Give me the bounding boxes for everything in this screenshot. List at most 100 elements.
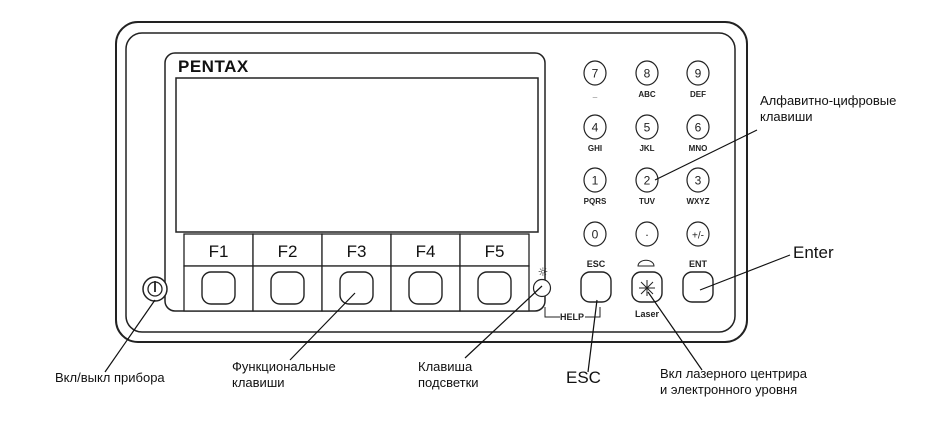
- keypad-key[interactable]: 0: [583, 221, 607, 247]
- leader-backlight: [464, 285, 543, 359]
- keypad-key-letters: MNO: [689, 144, 708, 153]
- function-key-label: F5: [485, 242, 505, 261]
- keypad-key-digit: +/-: [692, 231, 704, 242]
- function-key-label-cell: [183, 233, 254, 267]
- function-keys-row: F1 F2 F3 F4 F5: [183, 233, 530, 312]
- backlight-key[interactable]: [532, 278, 552, 298]
- annotation-alphanumeric: Алфавитно-цифровые клавиши: [760, 93, 896, 125]
- lcd-screen: [175, 77, 539, 233]
- function-key-label: F1: [209, 242, 229, 261]
- esc-key-label: ESC: [587, 259, 606, 269]
- ent-key[interactable]: [682, 271, 714, 303]
- keypad-key-digit: 8: [644, 67, 651, 81]
- keypad-key-circle[interactable]: [686, 167, 710, 193]
- keypad-key-circle[interactable]: [686, 60, 710, 86]
- esc-key[interactable]: [580, 271, 612, 303]
- brand-logo: PENTAX: [178, 57, 249, 76]
- keypad-key-circle[interactable]: [635, 114, 659, 140]
- keypad-key-letters: DEF: [690, 90, 706, 99]
- function-key-label: F3: [347, 242, 367, 261]
- ent-key-label: ENT: [689, 259, 708, 269]
- keypad-key-letters: TUV: [639, 197, 656, 206]
- keypad-key-letters: JKL: [639, 144, 654, 153]
- keypad-key-circle[interactable]: [686, 221, 710, 247]
- function-key-1[interactable]: F1: [183, 233, 254, 312]
- annotation-alphanumeric-line1: Алфавитно-цифровые: [760, 93, 897, 108]
- leader-lines: [104, 129, 791, 373]
- power-key[interactable]: [142, 276, 168, 302]
- keypad-key-circle[interactable]: [583, 167, 607, 193]
- function-key-button[interactable]: [201, 271, 236, 305]
- keypad-key-letters: GHI: [588, 144, 602, 153]
- action-keys: ESC Laser ENT HELP ☼: [142, 259, 714, 322]
- keypad-key-circle[interactable]: [635, 221, 659, 247]
- function-key-button[interactable]: [270, 271, 305, 305]
- leader-function: [289, 292, 356, 361]
- leader-esc: [587, 299, 598, 373]
- annotation-power: Вкл/выкл прибора: [55, 370, 165, 385]
- keypad-key[interactable]: 7_: [583, 60, 607, 99]
- leader-laser: [647, 291, 703, 371]
- keypad-key-digit: 9: [695, 67, 702, 81]
- annotation-function: Функциональные клавиши: [232, 359, 336, 391]
- keypad-key-circle[interactable]: [635, 60, 659, 86]
- function-key-button[interactable]: [339, 271, 374, 305]
- keypad-key-digit: 6: [695, 121, 702, 135]
- keypad-key-letters: PQRS: [584, 197, 607, 206]
- leader-alphanumeric: [654, 129, 758, 181]
- keypad-key-circle[interactable]: [635, 167, 659, 193]
- annotation-function-line1: Функциональные: [232, 359, 336, 374]
- function-key-button[interactable]: [477, 271, 512, 305]
- keypad-key-digit: 5: [644, 121, 651, 135]
- keypad-key-digit: 0: [592, 228, 599, 242]
- help-bracket: [544, 307, 601, 318]
- level-icon: [637, 259, 655, 267]
- laser-icon: [639, 280, 655, 296]
- function-key-2[interactable]: F2: [252, 233, 323, 312]
- keypad-key-circle[interactable]: [583, 114, 607, 140]
- keypad-key-letters: WXYZ: [686, 197, 709, 206]
- leader-power: [104, 299, 156, 373]
- annotation-backlight: Клавиша подсветки: [418, 359, 479, 391]
- keypad-key-digit: 2: [644, 174, 651, 188]
- keypad-key-digit: 7: [592, 67, 599, 81]
- annotation-laser-line2: и электронного уровня: [660, 382, 798, 397]
- annotation-enter: Enter: [793, 243, 834, 262]
- keypad-key[interactable]: ·: [635, 221, 659, 247]
- function-key-4[interactable]: F4: [390, 233, 461, 312]
- leader-enter: [699, 254, 791, 291]
- keypad-key-letters: _: [592, 90, 598, 99]
- annotation-function-line2: клавиши: [232, 375, 285, 390]
- annotation-alphanumeric-line2: клавиши: [760, 109, 813, 124]
- function-key-label-cell: [252, 233, 323, 267]
- keypad-key-circle[interactable]: [583, 60, 607, 86]
- keypad-key[interactable]: +/-: [686, 221, 710, 247]
- function-key-label: F2: [278, 242, 298, 261]
- backlight-icon: ☼: [538, 265, 549, 279]
- help-label: HELP: [560, 312, 584, 322]
- alphanumeric-keypad: 7_8ABC9DEF4GHI5JKL6MNO1PQRS2TUV3WXYZ0·+/…: [583, 60, 710, 247]
- keypad-key-digit: 4: [592, 121, 599, 135]
- function-key-3[interactable]: F3: [321, 233, 392, 312]
- keypad-key-circle[interactable]: [686, 114, 710, 140]
- keypad-key-letters: ABC: [638, 90, 656, 99]
- keypad-key-circle[interactable]: [583, 221, 607, 247]
- annotation-backlight-line2: подсветки: [418, 375, 479, 390]
- annotation-esc: ESC: [566, 368, 601, 387]
- function-key-label: F4: [416, 242, 436, 261]
- keypad-key-digit: 3: [695, 174, 702, 188]
- laser-key-label: Laser: [635, 309, 660, 319]
- keypad-key-digit: ·: [645, 228, 649, 242]
- keypad-key-digit: 1: [592, 174, 599, 188]
- function-key-button[interactable]: [408, 271, 443, 305]
- function-key-5[interactable]: F5: [459, 233, 530, 312]
